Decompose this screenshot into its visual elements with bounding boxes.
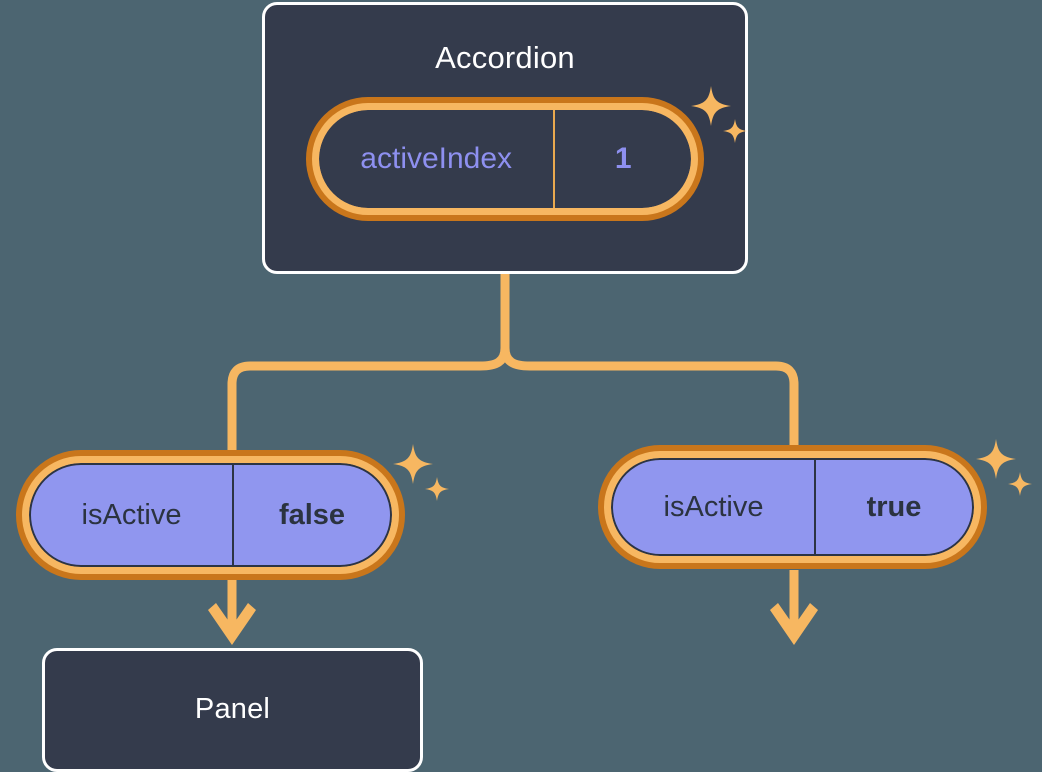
- state-pill-ring: isActive true: [604, 451, 981, 563]
- connector-branch-right: [500, 343, 799, 453]
- component-label-accordion: Accordion: [435, 40, 575, 75]
- state-key-label: isActive: [81, 498, 182, 531]
- state-value-label: true: [814, 460, 972, 554]
- state-pill-body: isActive true: [611, 458, 974, 556]
- state-pill-ring: isActive false: [22, 456, 399, 574]
- component-label-panel-left: Panel: [194, 693, 271, 725]
- arrow-head-left: [208, 603, 256, 645]
- connector-branch-left: [227, 343, 510, 457]
- state-value-label: 1: [553, 110, 691, 208]
- state-key-label: isActive: [663, 490, 764, 523]
- state-pill-body: isActive false: [29, 463, 392, 567]
- state-value-label: false: [232, 465, 390, 565]
- arrow-head-right: [770, 603, 818, 645]
- state-pill-isactive-true[interactable]: isActive true: [598, 445, 987, 569]
- state-pill-ring: activeIndex 1: [312, 103, 698, 215]
- state-pill-activeindex[interactable]: activeIndex 1: [306, 97, 704, 221]
- state-pill-body: activeIndex 1: [319, 110, 691, 208]
- state-key-label: activeIndex: [360, 142, 513, 175]
- state-pill-isactive-false[interactable]: isActive false: [16, 450, 405, 580]
- component-card-panel-left[interactable]: Panel: [42, 648, 423, 772]
